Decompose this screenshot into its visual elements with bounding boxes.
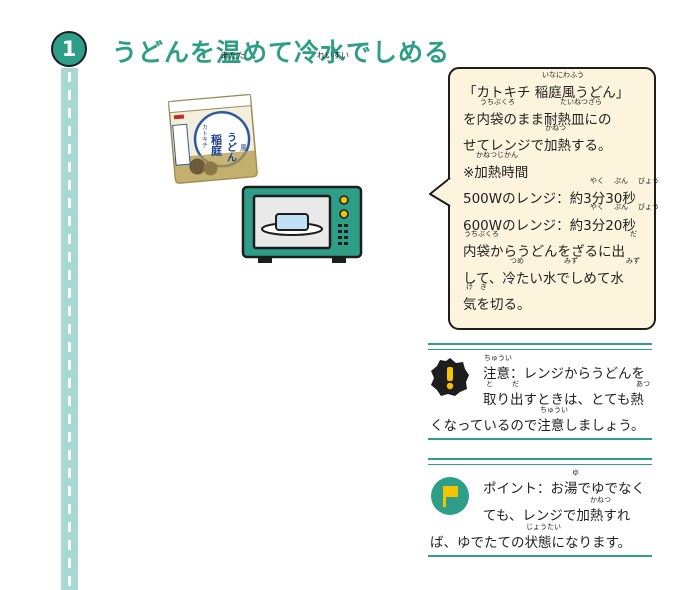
furigana: かねつじかん: [476, 151, 518, 159]
step-number-badge: 1: [51, 31, 87, 67]
furigana: じょうたい: [526, 523, 561, 531]
bubble-line-1: 「カトキチ 稲庭風うどん」: [463, 85, 630, 101]
bubble-line-5: 500Wのレンジ：約3分30秒: [463, 191, 636, 207]
package-name-vertical-2: うどん: [225, 132, 237, 162]
bubble-line-7: 内袋からうどんをざるに出: [463, 244, 625, 260]
furigana: だ: [512, 380, 519, 388]
bubble-line-2: を内袋のまま耐熱皿にの: [463, 111, 612, 128]
caution-icon: [431, 358, 469, 396]
furigana: あつ: [636, 380, 650, 388]
furigana: やく: [590, 203, 604, 211]
caution-rule-top: [428, 343, 652, 345]
timeline-dash: [68, 72, 71, 590]
point-line-2: ても、レンジで加熱すれ: [483, 508, 631, 524]
step-title-text: うどんを温めて冷水でしめる: [112, 38, 451, 67]
bubble-line-3: せてレンジで加熱する。: [463, 138, 612, 154]
point-icon: [431, 477, 469, 515]
furigana: き: [480, 283, 487, 291]
furigana: いなにわふう: [542, 71, 584, 79]
bubble-line-4: ※加熱時間: [463, 164, 529, 181]
furigana: と: [486, 380, 493, 388]
udon-package-illustration: 稲庭 うどん カトキチ 風: [168, 94, 258, 184]
microwave-illustration: [241, 185, 363, 263]
package-name-vertical-1: 稲庭: [210, 133, 223, 157]
furigana: ぷん: [614, 177, 628, 185]
furigana: ぷん: [614, 203, 628, 211]
point-rule-top-thin: [428, 464, 652, 465]
furigana: かねつ: [545, 124, 566, 132]
bubble-instructions: 「カトキチ 稲庭風うどん」 を内袋のまま耐熱皿にの せてレンジで加熱する。 ※加…: [463, 80, 653, 319]
point-rule-bottom: [428, 555, 652, 557]
furigana: うちぶくろ: [480, 98, 515, 106]
furigana: だ: [630, 230, 637, 238]
furigana: みず: [564, 257, 578, 265]
package-wind-char: 風: [240, 144, 247, 152]
point-line-3: ば、ゆでたての状態になります。: [430, 535, 632, 551]
caution-rule-bottom: [428, 438, 652, 440]
furigana: たいねつざら: [560, 98, 602, 106]
caution-rule-top-thin: [428, 349, 652, 350]
furigana: け: [466, 283, 473, 291]
bubble-line-9: 気を切る。: [463, 297, 531, 313]
step-title: うどんを温めて冷水でしめる あたた れいすい: [112, 33, 450, 69]
furigana: ゆ: [572, 469, 579, 477]
caution-line-1: 注意：レンジからうどんを: [483, 366, 645, 382]
furigana: ちゅうい: [484, 354, 512, 362]
furigana: ちゅうい: [540, 406, 568, 414]
caution-line-2: 取り出すときは、とても熱: [483, 392, 644, 408]
furigana: やく: [590, 177, 604, 185]
furigana: びょう: [638, 177, 659, 185]
point-rule-top: [428, 458, 652, 460]
furigana-reisui: れいすい: [317, 51, 349, 60]
bubble-line-6: 600Wのレンジ：約3分20秒: [463, 217, 636, 234]
furigana: つめ: [510, 257, 524, 265]
furigana: かねつ: [590, 496, 611, 504]
package-brand: カトキチ: [201, 124, 208, 148]
bubble-line-8: して、冷たい水でしめて水: [463, 270, 624, 287]
furigana: うちぶくろ: [464, 230, 499, 238]
furigana-atata: あたた: [221, 51, 245, 60]
furigana: びょう: [638, 203, 659, 211]
speech-bubble: [429, 67, 656, 330]
caution-line-3: くなっているので注意しましょう。: [430, 418, 645, 434]
furigana: みず: [626, 257, 640, 265]
point-line-1: ポイント：お湯でゆでなく: [483, 481, 645, 497]
